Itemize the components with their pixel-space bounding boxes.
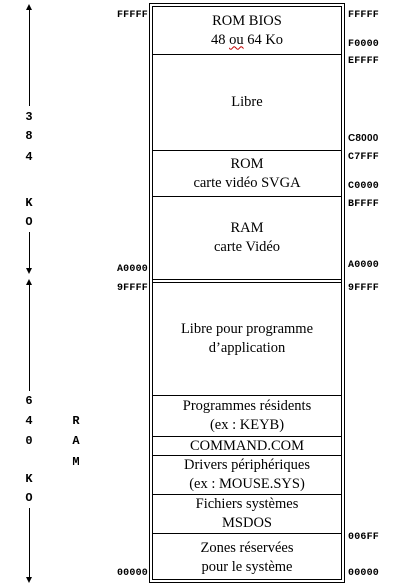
left-address-fffff: FFFFF	[116, 10, 148, 21]
memory-map-inner: ROM BIOS 48 ou 64 Ko Libre ROM carte vid…	[152, 6, 342, 580]
segment-rom-bios: ROM BIOS 48 ou 64 Ko	[153, 7, 341, 55]
upper-bracket-arrow-down-icon	[26, 268, 32, 274]
lower-bracket-arrow-up-icon	[26, 279, 32, 285]
segment-zones-reservees-line1: Zones réservées	[200, 539, 294, 556]
segment-rom-video-line1: ROM	[230, 155, 264, 172]
right-address-00000: 00000	[348, 568, 380, 579]
spellcheck-word: ou	[229, 31, 244, 48]
segment-programmes-residents: Programmes résidents (ex : KEYB)	[153, 396, 341, 437]
lower-size-label-char: 4	[25, 414, 33, 428]
segment-ram-video: RAM carte Vidéo	[153, 198, 341, 278]
segment-libre-upper-line1: Libre	[231, 94, 263, 110]
segment-rom-bios-line2: 48 ou 64 Ko	[210, 31, 284, 48]
segment-libre-application-line2: d’application	[208, 340, 286, 356]
upper-size-label-char: K	[25, 196, 33, 210]
ram-label-char: M	[72, 455, 80, 469]
upper-bracket-line-bottom	[29, 232, 30, 268]
right-address-effff: EFFFF	[348, 56, 380, 67]
memory-map: ROM BIOS 48 ou 64 Ko Libre ROM carte vid…	[149, 3, 345, 583]
right-address-006ff: 006FF	[348, 532, 380, 543]
lower-size-label-char: K	[25, 472, 33, 486]
right-address-c0000: C0000	[348, 181, 380, 192]
right-address-9ffff: 9FFFF	[348, 283, 380, 294]
segment-drivers-line1: Drivers périphériques	[183, 457, 311, 473]
segment-fichiers-systemes: Fichiers systèmes MSDOS	[153, 495, 341, 534]
upper-bracket-arrow-up-icon	[26, 4, 32, 10]
segment-ram-video-line1: RAM	[230, 220, 264, 236]
ram-label-char: R	[72, 414, 80, 428]
lower-size-label-char: 0	[25, 434, 33, 448]
segment-rom-video: ROM carte vidéo SVGA	[153, 151, 341, 197]
right-address-f0000: F0000	[348, 39, 380, 50]
segment-rom-video-line2: carte vidéo SVGA	[193, 174, 301, 191]
segment-ram-video-line2: carte Vidéo	[213, 239, 281, 255]
ram-label-char: A	[72, 434, 80, 448]
upper-bracket-line-top	[29, 10, 30, 106]
right-address-c7fff: C7FFF	[348, 152, 380, 163]
segment-libre-upper: Libre	[153, 55, 341, 151]
lower-size-label-char: O	[25, 491, 33, 505]
segment-fichiers-systemes-line2: MSDOS	[222, 515, 272, 531]
lower-bracket-arrow-down-icon	[26, 577, 32, 583]
upper-size-label-char: 8	[25, 129, 33, 143]
segment-command-com-line1: COMMAND.COM	[189, 437, 304, 454]
conventional-memory-boundary	[153, 279, 341, 283]
segment-rom-bios-line1: ROM BIOS	[212, 12, 282, 29]
left-address-9ffff: 9FFFF	[116, 283, 148, 294]
segment-programmes-residents-line2: (ex : KEYB)	[209, 417, 285, 433]
segment-zones-reservees-line2: pour le système	[201, 558, 293, 575]
right-address-fffff: FFFFF	[348, 10, 380, 21]
segment-drivers: Drivers périphériques (ex : MOUSE.SYS)	[153, 456, 341, 495]
segment-libre-application-line1: Libre pour programme	[180, 321, 314, 337]
segment-zones-reservees: Zones réservées pour le système	[153, 534, 341, 581]
upper-size-label-char: 3	[25, 110, 33, 124]
upper-size-label-char: O	[25, 215, 33, 229]
lower-size-label-char: 6	[25, 394, 33, 408]
lower-bracket-line-top	[29, 285, 30, 391]
left-address-00000: 00000	[116, 568, 148, 579]
right-address-a0000: A0000	[348, 260, 380, 271]
right-address-bffff: BFFFF	[348, 199, 380, 210]
segment-libre-application: Libre pour programme d’application	[153, 283, 341, 396]
segment-fichiers-systemes-line1: Fichiers systèmes	[195, 496, 299, 512]
segment-programmes-residents-line1: Programmes résidents	[182, 398, 312, 414]
segment-drivers-line2: (ex : MOUSE.SYS)	[189, 476, 305, 492]
right-address-c8000: C8000	[348, 133, 379, 144]
upper-size-label-char: 4	[25, 150, 33, 164]
left-address-a0000: A0000	[116, 264, 148, 275]
lower-bracket-line-bottom	[29, 508, 30, 578]
segment-command-com: COMMAND.COM	[153, 437, 341, 456]
